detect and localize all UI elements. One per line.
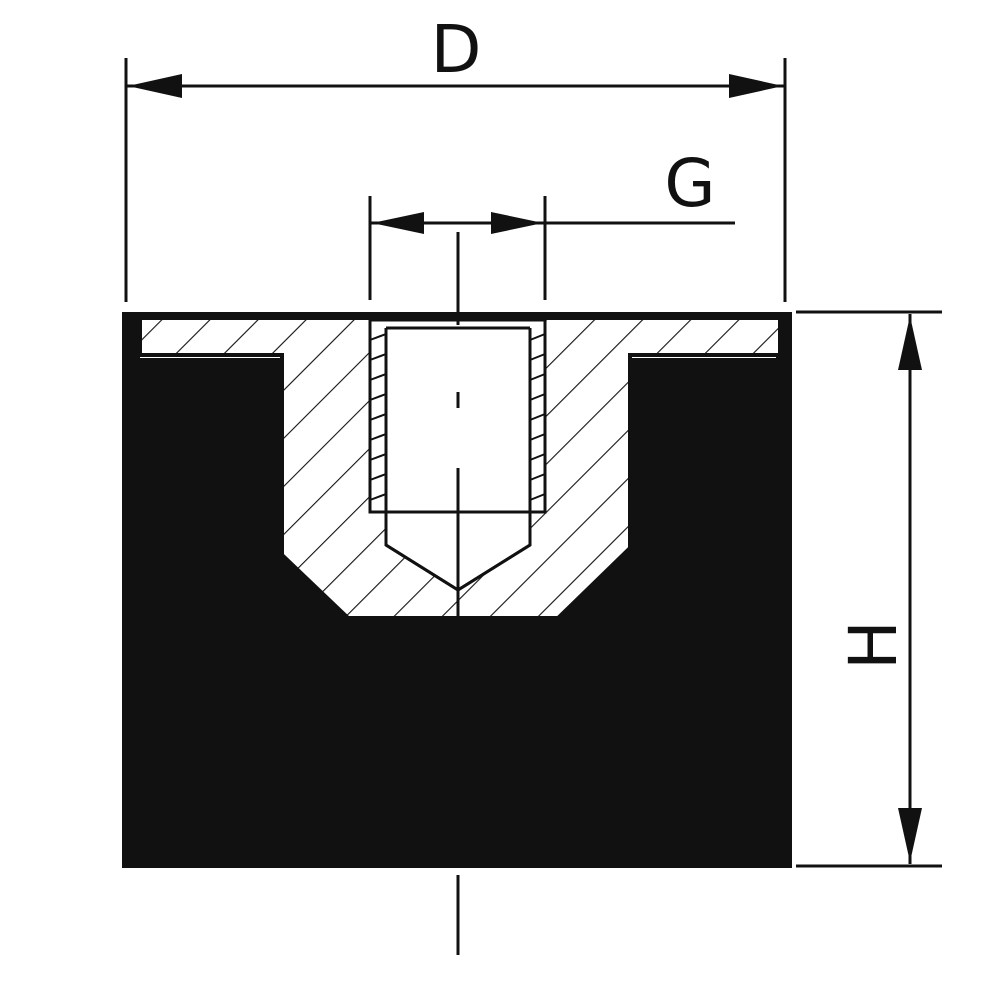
arrow-right-icon xyxy=(491,212,543,234)
dimension-d-label: D xyxy=(431,11,482,88)
rubber-body xyxy=(122,312,792,868)
dimension-h-label: H xyxy=(835,620,912,670)
dimension-h: H xyxy=(796,310,942,868)
dimension-d: D xyxy=(124,11,787,302)
arrow-down-icon xyxy=(898,808,922,862)
arrow-right-icon xyxy=(729,74,783,98)
arrow-up-icon xyxy=(898,316,922,370)
dimension-g: G xyxy=(368,145,735,300)
arrow-left-icon xyxy=(372,212,424,234)
threaded-hole xyxy=(368,318,547,592)
dimension-g-label: G xyxy=(664,145,715,222)
arrow-left-icon xyxy=(128,74,182,98)
